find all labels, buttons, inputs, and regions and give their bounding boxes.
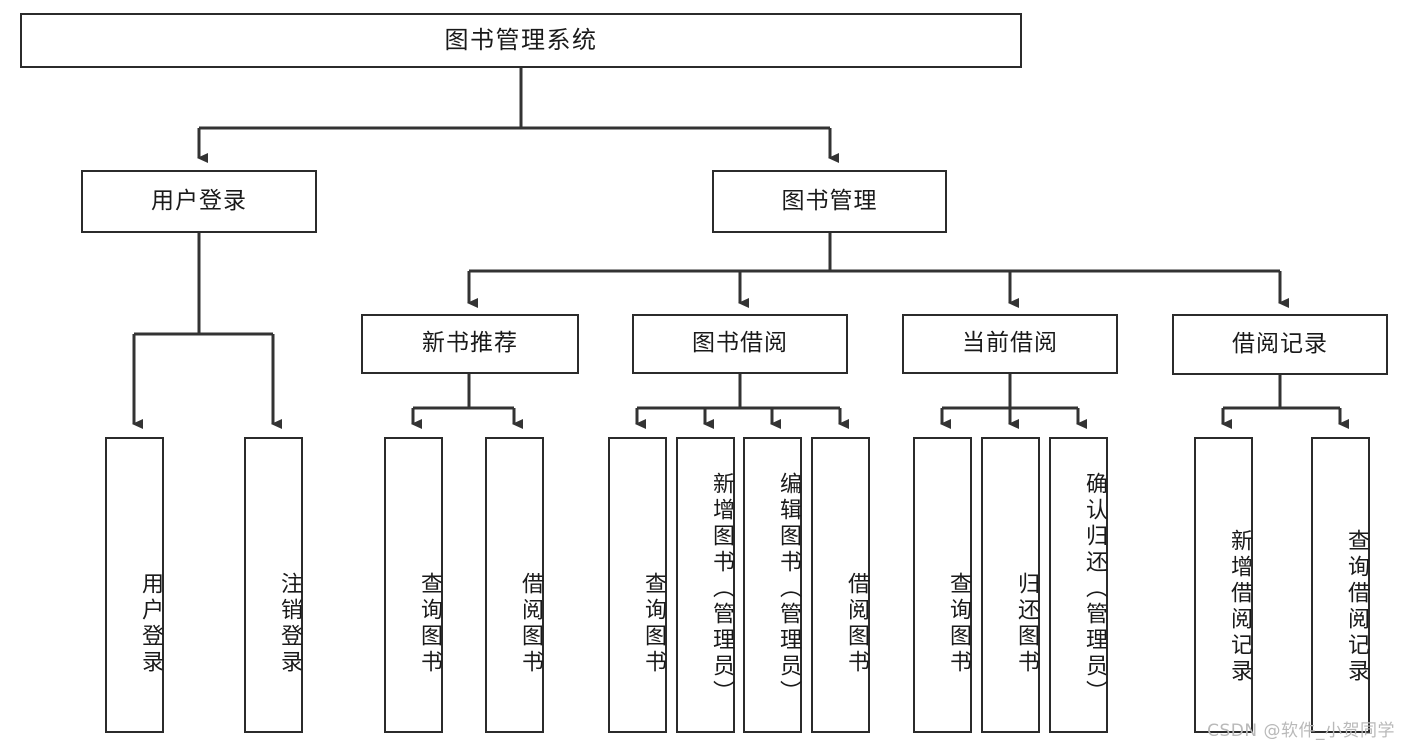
- node-leaf-query-book-2[interactable]: 查询图书: [608, 437, 667, 733]
- node-leaf-add-book[interactable]: 新增图书（管理员）: [676, 437, 735, 733]
- node-leaf-borrow-book-2[interactable]: 借阅图书: [811, 437, 870, 733]
- node-leaf-borrow-book-1[interactable]: 借阅图书: [485, 437, 544, 733]
- node-label: 借阅图书: [844, 572, 869, 676]
- node-label: 新增借阅记录: [1227, 529, 1252, 685]
- node-leaf-user-login[interactable]: 用户登录: [105, 437, 164, 733]
- node-leaf-query-book-1[interactable]: 查询图书: [384, 437, 443, 733]
- node-current-borrow[interactable]: 当前借阅: [902, 314, 1118, 374]
- node-label: 新增图书（管理员）: [709, 472, 734, 706]
- node-leaf-query-book-3[interactable]: 查询图书: [913, 437, 972, 733]
- node-label: 编辑图书（管理员）: [776, 472, 801, 706]
- node-label: 归还图书: [1014, 572, 1039, 676]
- node-leaf-edit-book[interactable]: 编辑图书（管理员）: [743, 437, 802, 733]
- node-label: 图书管理: [781, 187, 878, 214]
- node-user-login[interactable]: 用户登录: [81, 170, 317, 233]
- node-label: 新书推荐: [422, 330, 518, 357]
- node-root-book-management-system[interactable]: 图书管理系统: [20, 13, 1022, 68]
- node-label: 注销登录: [277, 572, 302, 676]
- node-label: 当前借阅: [962, 330, 1058, 357]
- node-label: 查询图书: [417, 572, 442, 676]
- node-label: 查询图书: [946, 572, 971, 676]
- csdn-watermark: CSDN @软件_小贺同学: [1207, 721, 1395, 741]
- node-new-book-recommend[interactable]: 新书推荐: [361, 314, 579, 374]
- node-leaf-user-logout[interactable]: 注销登录: [244, 437, 303, 733]
- node-label: 借阅图书: [518, 572, 543, 676]
- node-book-management[interactable]: 图书管理: [712, 170, 947, 233]
- node-label: 查询借阅记录: [1344, 529, 1369, 685]
- node-label: 确认归还（管理员）: [1082, 472, 1107, 706]
- node-label: 查询图书: [641, 572, 666, 676]
- node-label: 用户登录: [151, 187, 247, 214]
- node-borrow-record[interactable]: 借阅记录: [1172, 314, 1388, 375]
- node-label: 借阅记录: [1232, 330, 1328, 357]
- node-label: 用户登录: [138, 572, 163, 676]
- node-label: 图书借阅: [692, 330, 788, 357]
- node-leaf-confirm-return[interactable]: 确认归还（管理员）: [1049, 437, 1108, 733]
- node-leaf-add-record[interactable]: 新增借阅记录: [1194, 437, 1253, 733]
- node-leaf-query-record[interactable]: 查询借阅记录: [1311, 437, 1370, 733]
- node-book-borrow[interactable]: 图书借阅: [632, 314, 848, 374]
- node-leaf-return-book[interactable]: 归还图书: [981, 437, 1040, 733]
- node-label: 图书管理系统: [444, 26, 598, 55]
